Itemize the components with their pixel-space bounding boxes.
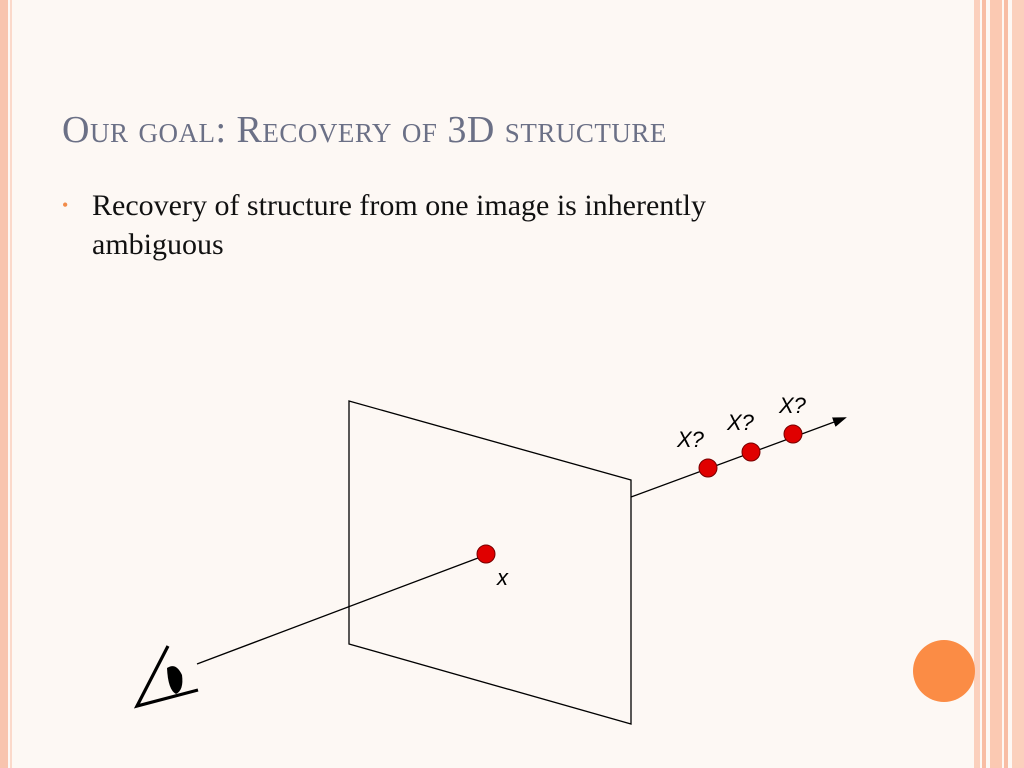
left-border-bar bbox=[0, 0, 8, 768]
image-point-label: x bbox=[496, 565, 509, 590]
left-border-line bbox=[10, 0, 12, 768]
candidate-point-1 bbox=[698, 458, 718, 478]
bullet-text: Recovery of structure from one image is … bbox=[92, 189, 706, 261]
decorative-orange-circle bbox=[913, 640, 975, 702]
candidate-point-2 bbox=[741, 442, 761, 462]
candidate-label-2: X? bbox=[726, 410, 755, 435]
slide-title: Our goal: Recovery of 3D structure bbox=[62, 109, 667, 151]
viewing-ray-front bbox=[196, 554, 487, 665]
candidate-point-3 bbox=[783, 424, 803, 444]
candidate-label-3: X? bbox=[778, 393, 807, 418]
right-decorative-stripes bbox=[974, 0, 1024, 768]
bullet-dot: • bbox=[62, 195, 69, 215]
candidate-label-1: X? bbox=[676, 427, 705, 452]
image-plane bbox=[348, 400, 632, 725]
image-point bbox=[476, 544, 496, 564]
viewing-ray-back bbox=[630, 417, 847, 498]
eye-icon bbox=[133, 645, 199, 709]
